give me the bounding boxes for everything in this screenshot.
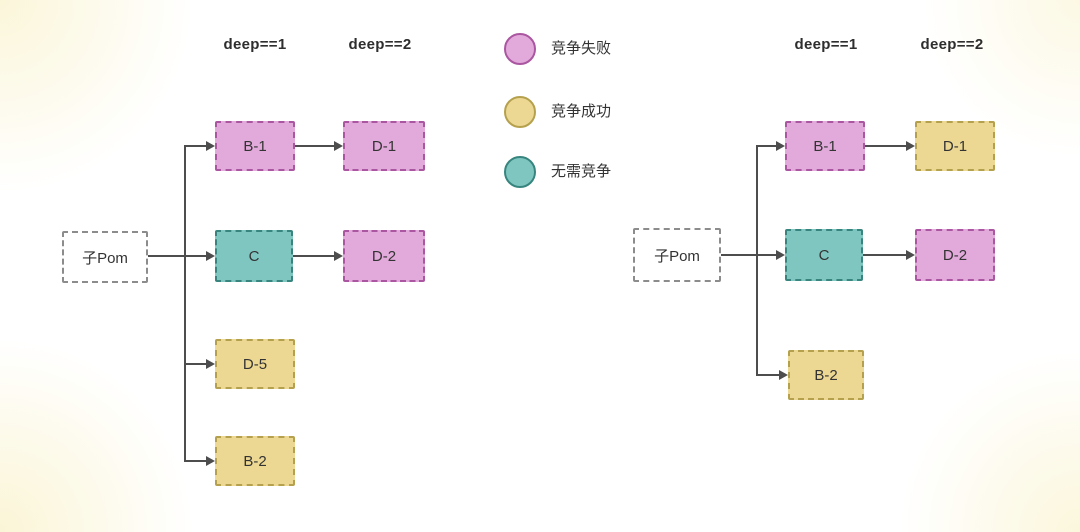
left-deep1-header: deep==1 [223, 36, 287, 53]
left-node-d5: D-5 [215, 339, 295, 389]
left-node-d2: D-2 [343, 230, 425, 282]
arrow-head-icon [334, 251, 343, 261]
left-edge-line-c-d2 [293, 255, 335, 257]
left-node-d1: D-1 [343, 121, 425, 171]
legend-dot-success [504, 96, 536, 128]
left-branch-line-b2 [184, 460, 207, 462]
left-root-node: 子Pom [62, 231, 148, 283]
left-node-b2: B-2 [215, 436, 295, 486]
right-edge-line-b1-d1 [865, 145, 907, 147]
left-node-b1: B-1 [215, 121, 295, 171]
right-trunk-line [756, 145, 758, 376]
right-branch-line-b1 [756, 145, 777, 147]
arrow-head-icon [776, 141, 785, 151]
arrow-head-icon [206, 251, 215, 261]
right-deep1-header: deep==1 [794, 36, 858, 53]
legend-label-success: 竞争成功 [551, 103, 612, 120]
left-deep2-header: deep==2 [348, 36, 412, 53]
right-root-node: 子Pom [633, 228, 721, 282]
right-branch-line-c [756, 254, 778, 256]
arrow-head-icon [206, 359, 215, 369]
left-branch-line-d5 [184, 363, 207, 365]
right-node-d1: D-1 [915, 121, 995, 171]
right-node-c: C [785, 229, 863, 281]
left-node-c: C [215, 230, 293, 282]
left-trunk-line [184, 145, 186, 462]
arrow-head-icon [776, 250, 785, 260]
right-node-b2: B-2 [788, 350, 864, 400]
legend-label-fail: 竞争失败 [551, 40, 612, 57]
arrow-head-icon [779, 370, 788, 380]
arrow-head-icon [206, 141, 215, 151]
right-root-connector-line [721, 254, 758, 256]
arrow-head-icon [334, 141, 343, 151]
left-branch-line-b1 [184, 145, 207, 147]
right-edge-line-c-d2 [863, 254, 907, 256]
left-root-connector-line [148, 255, 186, 257]
legend-dot-fail [504, 33, 536, 65]
legend-dot-none [504, 156, 536, 188]
right-branch-line-b2 [756, 374, 781, 376]
right-node-d2: D-2 [915, 229, 995, 281]
arrow-head-icon [206, 456, 215, 466]
arrow-head-icon [906, 141, 915, 151]
right-node-b1: B-1 [785, 121, 865, 171]
right-deep2-header: deep==2 [920, 36, 984, 53]
legend-label-none: 无需竞争 [551, 163, 612, 180]
left-edge-line-b1-d1 [295, 145, 335, 147]
arrow-head-icon [906, 250, 915, 260]
left-branch-line-c [184, 255, 207, 257]
